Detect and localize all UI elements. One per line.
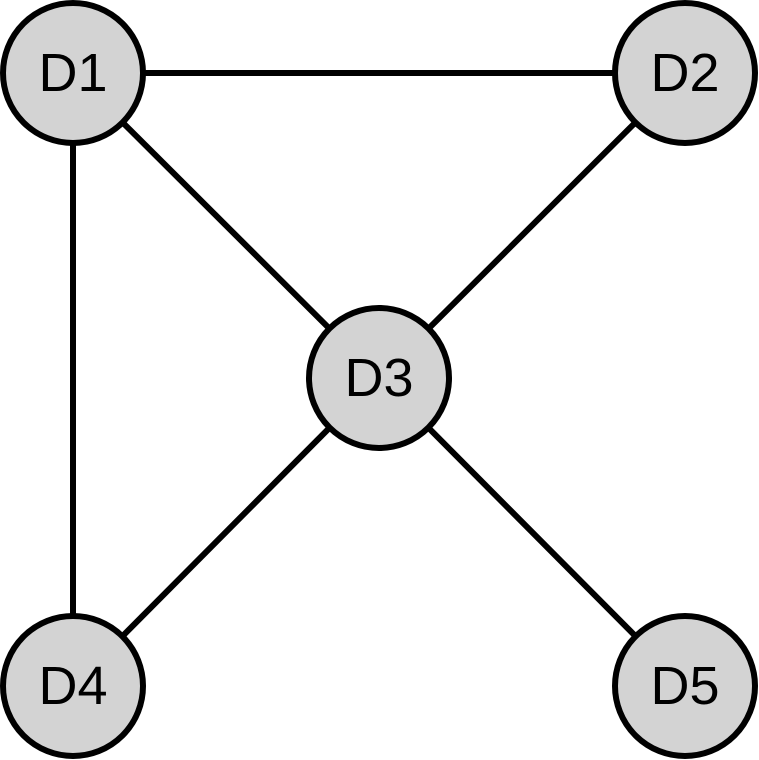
node-d3: D3	[306, 305, 452, 451]
node-circle	[0, 0, 146, 146]
node-label: D3	[344, 348, 413, 408]
node-d4: D4	[0, 613, 146, 759]
node-circle	[612, 0, 758, 146]
node-d1: D1	[0, 0, 146, 146]
node-label: D5	[650, 656, 719, 716]
node-d2: D2	[612, 0, 758, 146]
node-label: D4	[38, 656, 107, 716]
node-d5: D5	[612, 613, 758, 759]
node-label: D1	[38, 43, 107, 103]
node-label: D2	[650, 43, 719, 103]
node-circle	[612, 613, 758, 759]
node-circle	[0, 613, 146, 759]
node-circle	[306, 305, 452, 451]
